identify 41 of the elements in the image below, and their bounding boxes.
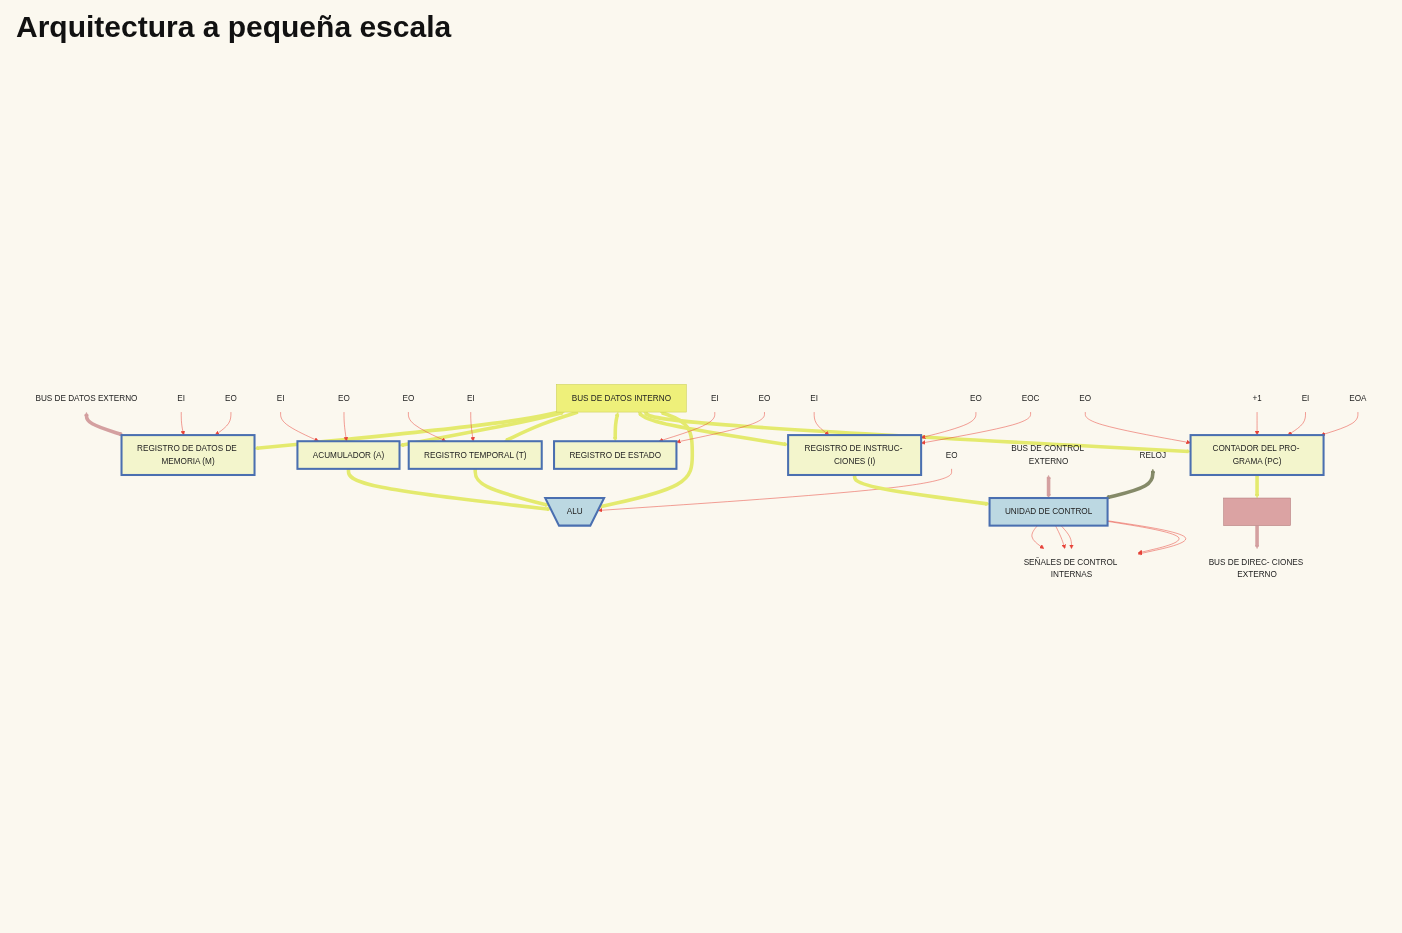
diagram-title: Arquitectura a pequeña escala [16,10,452,44]
node-text: EO [945,450,958,460]
arrow [1046,475,1051,499]
node-box: REGISTRO DE INSTRUC- CIONES (I) [787,434,923,476]
node-box: REGISTRO TEMPORAL (T) [407,440,543,470]
node-box: UNIDAD DE CONTROL [988,497,1109,527]
node-text: EI [710,393,719,403]
node-box: REGISTRO DE DATOS DE MEMORIA (M) [120,434,256,476]
arrow [473,468,550,507]
node-text: EI [466,393,475,403]
arrow [852,474,990,506]
node-text: EI [276,393,285,403]
node-text: EI [1301,393,1310,403]
node-box: REGISTRO DE ESTADO [553,440,678,470]
node-text: BUS DE CONTROL EXTERNO [1011,444,1084,466]
node-text: EO [338,393,350,403]
node-bar [1223,497,1291,526]
node-text: EOC [1021,393,1040,403]
node-text: BUS DE DIREC- CIONES EXTERNO [1208,557,1304,579]
node-text: EO [225,393,237,403]
node-box: CONTADOR DEL PRO- GRAMA (PC) [1189,434,1325,476]
node-text: EO [1079,393,1092,403]
node-text: EI [810,393,819,403]
arrow [346,468,552,512]
arrow [1105,468,1156,500]
arrow [599,411,695,509]
node-box: ACUMULADOR (A) [296,440,401,470]
arrow [84,412,124,437]
node-box: BUS DE DATOS INTERNO [556,384,687,413]
node-text: EOA [1349,393,1367,403]
arrow [1254,475,1260,499]
arrow [1254,525,1260,549]
node-text: EI [177,393,186,403]
node-text: RELOJ [1139,450,1167,460]
node-text: BUS DE DATOS EXTERNO [35,393,138,403]
node-text: SEÑALES DE CONTROL INTERNAS [1023,557,1118,579]
node-text: EO [758,393,771,403]
arrow [613,412,620,442]
node-text: EO [402,393,415,403]
node-text: +1 [1252,393,1262,403]
node-text: EO [970,393,982,403]
